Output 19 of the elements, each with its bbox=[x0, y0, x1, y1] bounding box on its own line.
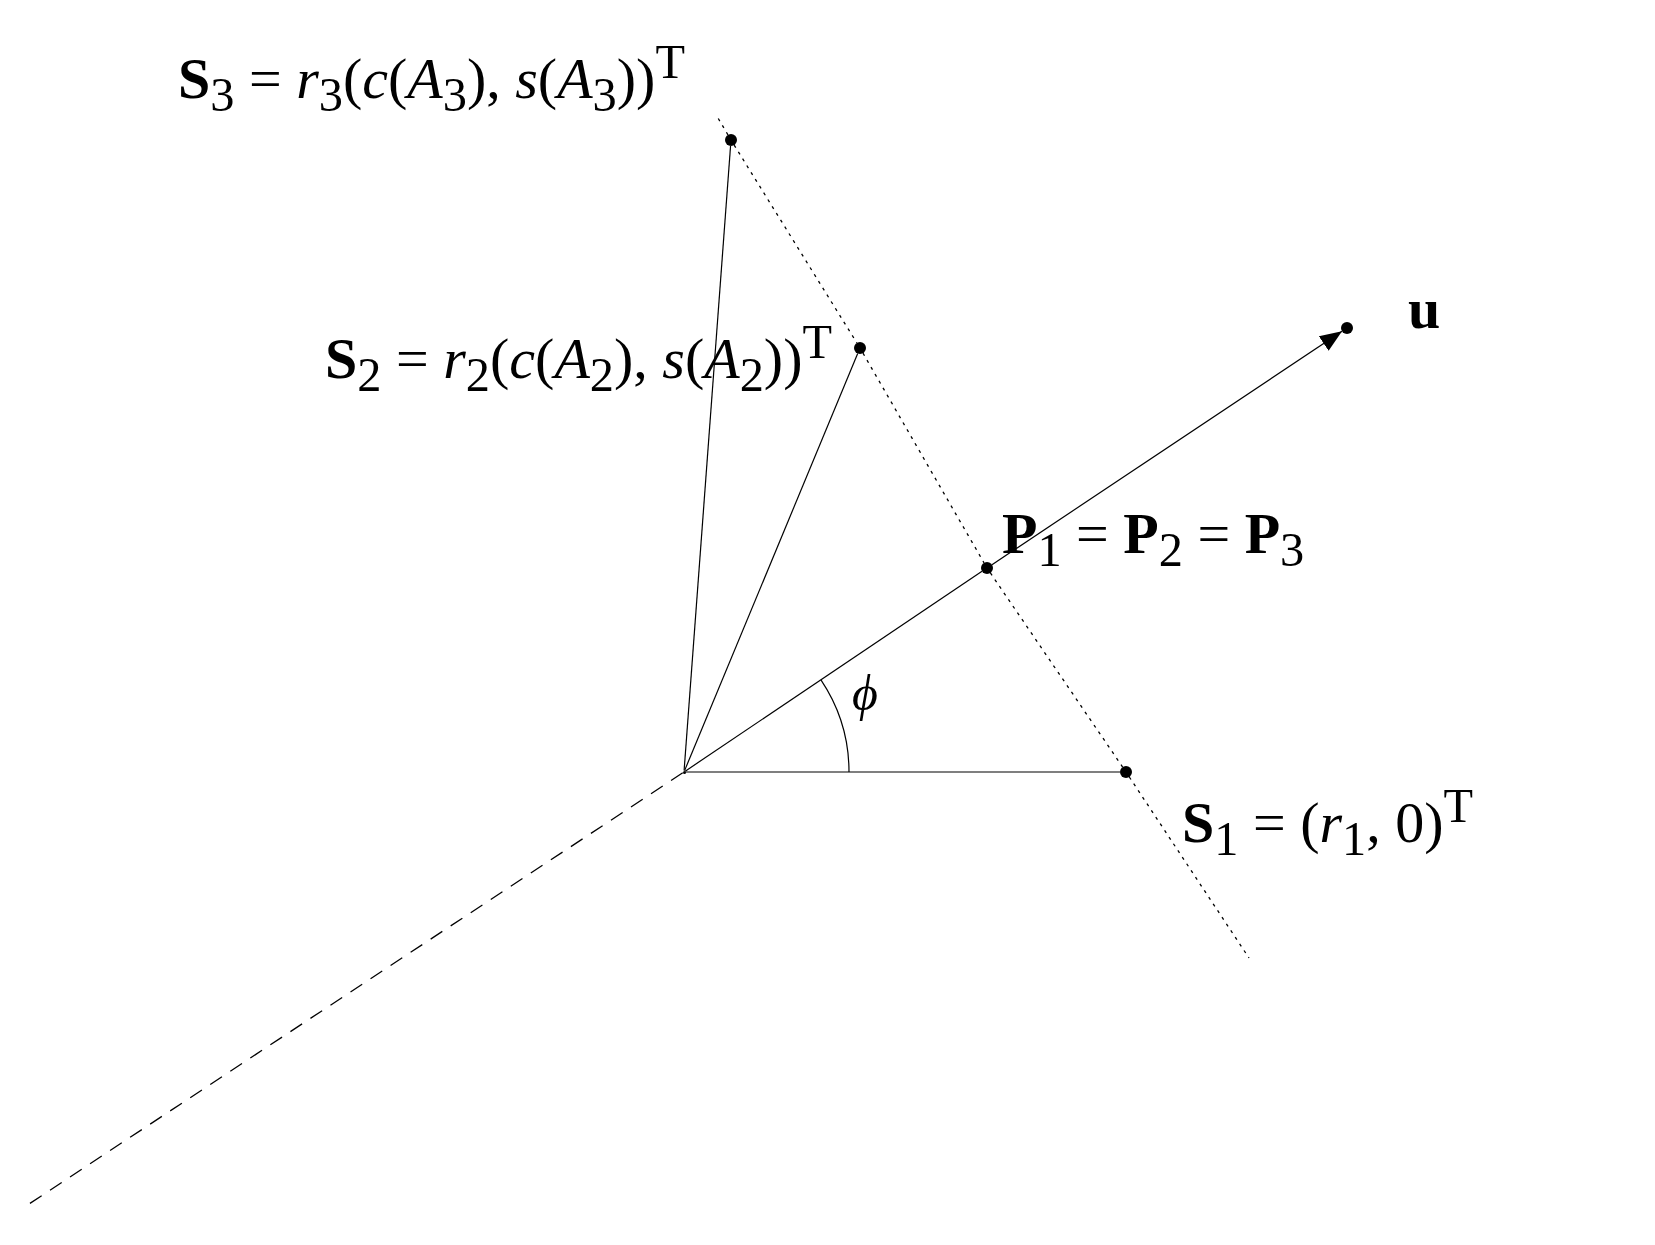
dotted-line bbox=[1128, 776, 1250, 959]
vertex-point bbox=[682, 770, 686, 774]
dotted-line bbox=[717, 117, 729, 136]
line bbox=[683, 145, 732, 772]
point-dot bbox=[1120, 766, 1132, 778]
point-dot bbox=[725, 134, 737, 146]
point-dot bbox=[981, 562, 993, 574]
dotted-line bbox=[862, 352, 985, 564]
line bbox=[684, 352, 859, 772]
dotted-line bbox=[733, 144, 858, 344]
math-label: S$_{3}$ = r$_{3}$(c(A$_{3}$), s(A$_{3}$))$^{T}$ bbox=[178, 38, 685, 120]
dotted-line bbox=[989, 572, 1124, 768]
point-dot bbox=[1341, 322, 1353, 334]
arrow bbox=[991, 330, 1343, 566]
line bbox=[684, 771, 1121, 773]
math-label: S$_{1}$ = (r$_{1}$, 0)$^{T}$ bbox=[1182, 782, 1474, 864]
line bbox=[684, 570, 983, 772]
math-label: u bbox=[1408, 280, 1441, 338]
point-dot bbox=[854, 342, 866, 354]
